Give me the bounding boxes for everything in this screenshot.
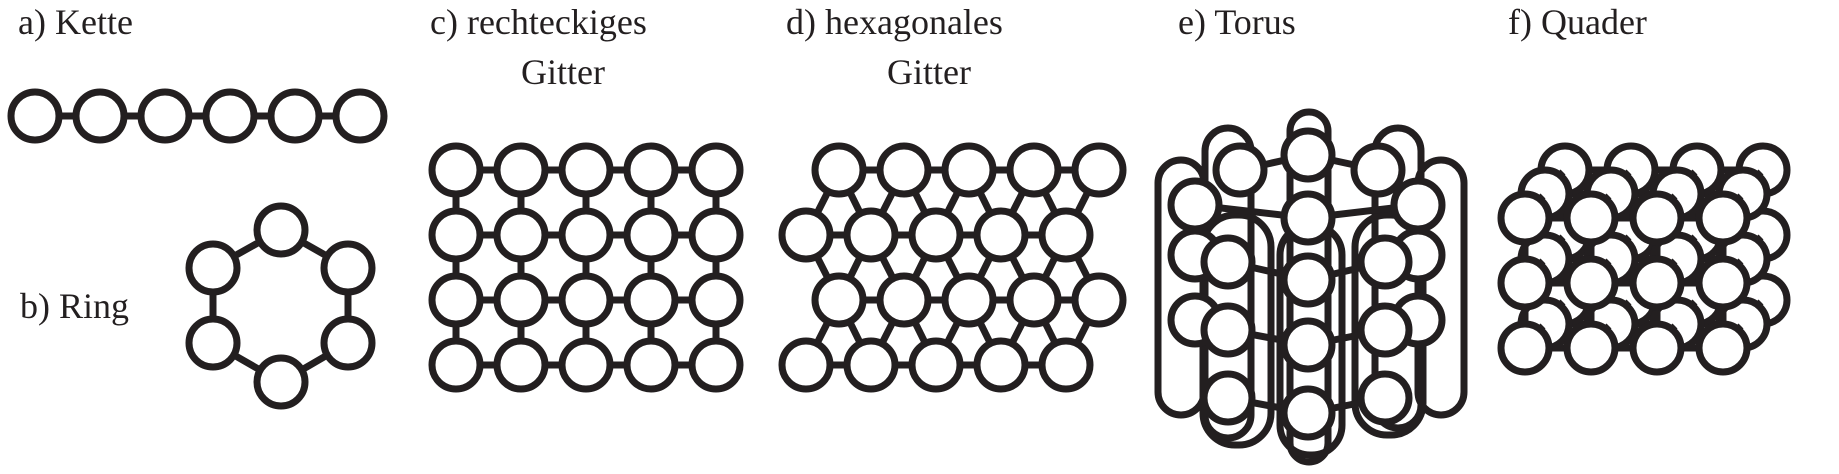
hex-node xyxy=(973,207,1029,263)
ring-node xyxy=(185,240,241,296)
grid-node xyxy=(688,272,744,328)
label-hex-grid-line2: Gitter xyxy=(887,52,971,92)
cuboid-node xyxy=(1695,190,1751,246)
torus-node xyxy=(1280,190,1336,246)
grid-node xyxy=(493,207,549,263)
hex-node xyxy=(1071,272,1127,328)
torus-node xyxy=(1390,177,1446,233)
ring-structure xyxy=(185,202,376,410)
label-hex-grid-line1: d) hexagonales xyxy=(786,2,1003,42)
grid-node xyxy=(428,142,484,198)
hex-node xyxy=(876,142,932,198)
label-rect-grid-line1: c) rechteckiges xyxy=(430,2,647,42)
hex-node xyxy=(908,337,964,393)
cuboid-node xyxy=(1563,320,1619,376)
torus-node xyxy=(1357,302,1413,358)
chain-node xyxy=(72,88,128,144)
hex-node xyxy=(1038,207,1094,263)
grid-node xyxy=(623,207,679,263)
chain-structure xyxy=(7,88,388,144)
chain-node xyxy=(137,88,193,144)
ring-node xyxy=(320,315,376,371)
hex-node xyxy=(973,337,1029,393)
grid-node xyxy=(558,337,614,393)
hex-node xyxy=(811,272,867,328)
torus-loop xyxy=(1414,156,1468,419)
grid-node xyxy=(558,272,614,328)
hex-node xyxy=(1006,142,1062,198)
cuboid-node xyxy=(1497,320,1553,376)
cuboid-node xyxy=(1563,190,1619,246)
torus-node xyxy=(1280,385,1336,441)
grid-node xyxy=(688,337,744,393)
torus-node xyxy=(1280,317,1336,373)
grid-node xyxy=(493,337,549,393)
cuboid-node xyxy=(1629,320,1685,376)
hex-node xyxy=(876,272,932,328)
hex-node xyxy=(1071,142,1127,198)
torus-node xyxy=(1167,177,1223,233)
ring-node xyxy=(320,240,376,296)
grid-node xyxy=(623,272,679,328)
label-torus: e) Torus xyxy=(1178,2,1296,42)
label-chain: a) Kette xyxy=(18,2,133,42)
cuboid-structure xyxy=(1497,142,1791,376)
hex-node xyxy=(1006,272,1062,328)
cuboid-node xyxy=(1695,255,1751,311)
chain-node xyxy=(7,88,63,144)
ring-node xyxy=(253,202,309,258)
torus-structure xyxy=(1154,108,1468,466)
label-cuboid: f) Quader xyxy=(1508,2,1647,42)
cuboid-node xyxy=(1563,255,1619,311)
label-rect-grid-line2: Gitter xyxy=(521,52,605,92)
hex-grid-structure xyxy=(778,142,1127,393)
cuboid-node xyxy=(1629,255,1685,311)
ring-node xyxy=(185,315,241,371)
grid-node xyxy=(428,337,484,393)
grid-node xyxy=(623,337,679,393)
torus-node xyxy=(1280,127,1336,183)
torus-node xyxy=(1212,142,1268,198)
grid-node xyxy=(623,142,679,198)
grid-node xyxy=(428,272,484,328)
grid-node xyxy=(558,142,614,198)
cuboid-node xyxy=(1695,320,1751,376)
hex-node xyxy=(1038,337,1094,393)
grid-node xyxy=(558,207,614,263)
chain-node xyxy=(267,88,323,144)
grid-node xyxy=(493,142,549,198)
hex-node xyxy=(811,142,867,198)
hex-node xyxy=(843,207,899,263)
hex-node xyxy=(941,142,997,198)
torus-node xyxy=(1200,302,1256,358)
grid-node xyxy=(688,142,744,198)
cuboid-node xyxy=(1497,255,1553,311)
torus-node xyxy=(1357,234,1413,290)
grid-node xyxy=(493,272,549,328)
hex-node xyxy=(843,337,899,393)
torus-node xyxy=(1357,370,1413,426)
hex-node xyxy=(908,207,964,263)
cuboid-node xyxy=(1497,190,1553,246)
torus-node xyxy=(1350,142,1406,198)
chain-node xyxy=(202,88,258,144)
hex-node xyxy=(941,272,997,328)
rect-grid-structure xyxy=(428,142,744,393)
ring-node xyxy=(253,354,309,410)
cuboid-node xyxy=(1629,190,1685,246)
grid-node xyxy=(688,207,744,263)
torus-node xyxy=(1280,252,1336,308)
chain-node xyxy=(332,88,388,144)
grid-node xyxy=(428,207,484,263)
torus-node xyxy=(1200,234,1256,290)
hex-node xyxy=(778,207,834,263)
label-ring: b) Ring xyxy=(20,286,129,326)
hex-node xyxy=(778,337,834,393)
torus-node xyxy=(1200,370,1256,426)
